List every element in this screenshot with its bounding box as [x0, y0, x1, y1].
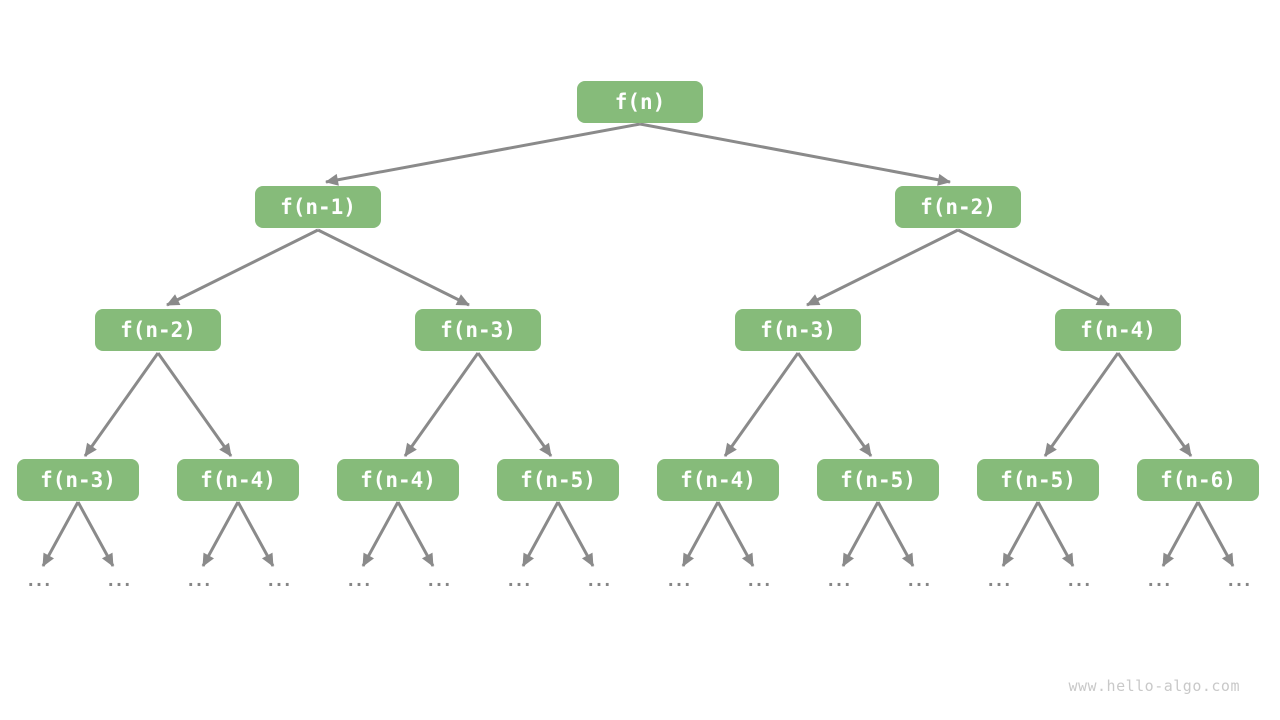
edge [796, 352, 873, 457]
edge [806, 228, 959, 307]
edge [521, 501, 560, 567]
leaf-ellipsis: ... [1225, 571, 1253, 591]
leaf-ellipsis: ... [505, 571, 533, 591]
leaf-ellipsis: ... [265, 571, 293, 591]
leaf-ellipsis: ... [585, 571, 613, 591]
edge [1036, 501, 1075, 567]
node-root: f(n) [577, 81, 703, 123]
node-l4-3: f(n-5) [497, 459, 619, 501]
node-l2-0: f(n-1) [255, 186, 381, 228]
edge [156, 352, 233, 457]
leaf-ellipsis: ... [745, 571, 773, 591]
edge [1161, 501, 1200, 567]
leaf-ellipsis: ... [665, 571, 693, 591]
edge [403, 352, 480, 457]
leaf-ellipsis: ... [1065, 571, 1093, 591]
edge [201, 501, 240, 567]
leaf-ellipsis: ... [185, 571, 213, 591]
edge [1196, 501, 1235, 567]
edge [166, 228, 319, 307]
leaf-ellipsis: ... [905, 571, 933, 591]
edge [236, 501, 275, 567]
edge [681, 501, 720, 567]
edge [556, 501, 595, 567]
edge [83, 352, 160, 457]
node-l3-3: f(n-4) [1055, 309, 1181, 351]
edge [361, 501, 400, 567]
node-l2-1: f(n-2) [895, 186, 1021, 228]
node-l3-1: f(n-3) [415, 309, 541, 351]
edge [317, 228, 470, 307]
node-l4-0: f(n-3) [17, 459, 139, 501]
edge [1001, 501, 1040, 567]
node-l3-2: f(n-3) [735, 309, 861, 351]
node-l4-7: f(n-6) [1137, 459, 1259, 501]
edge [639, 122, 951, 186]
edge [325, 122, 641, 186]
node-l4-2: f(n-4) [337, 459, 459, 501]
leaf-ellipsis: ... [105, 571, 133, 591]
leaf-ellipsis: ... [425, 571, 453, 591]
edge [723, 352, 800, 457]
edge [957, 228, 1110, 307]
node-l4-4: f(n-4) [657, 459, 779, 501]
node-l3-0: f(n-2) [95, 309, 221, 351]
edge [396, 501, 435, 567]
watermark: www.hello-algo.com [1068, 677, 1240, 695]
edge [1116, 352, 1193, 457]
edge [841, 501, 880, 567]
edge [476, 352, 553, 457]
leaf-ellipsis: ... [1145, 571, 1173, 591]
node-l4-5: f(n-5) [817, 459, 939, 501]
edge [76, 501, 115, 567]
edge [41, 501, 80, 567]
edge [716, 501, 755, 567]
node-l4-1: f(n-4) [177, 459, 299, 501]
leaf-ellipsis: ... [25, 571, 53, 591]
leaf-ellipsis: ... [985, 571, 1013, 591]
leaf-ellipsis: ... [345, 571, 373, 591]
edge [876, 501, 915, 567]
node-l4-6: f(n-5) [977, 459, 1099, 501]
edge [1043, 352, 1120, 457]
leaf-ellipsis: ... [825, 571, 853, 591]
